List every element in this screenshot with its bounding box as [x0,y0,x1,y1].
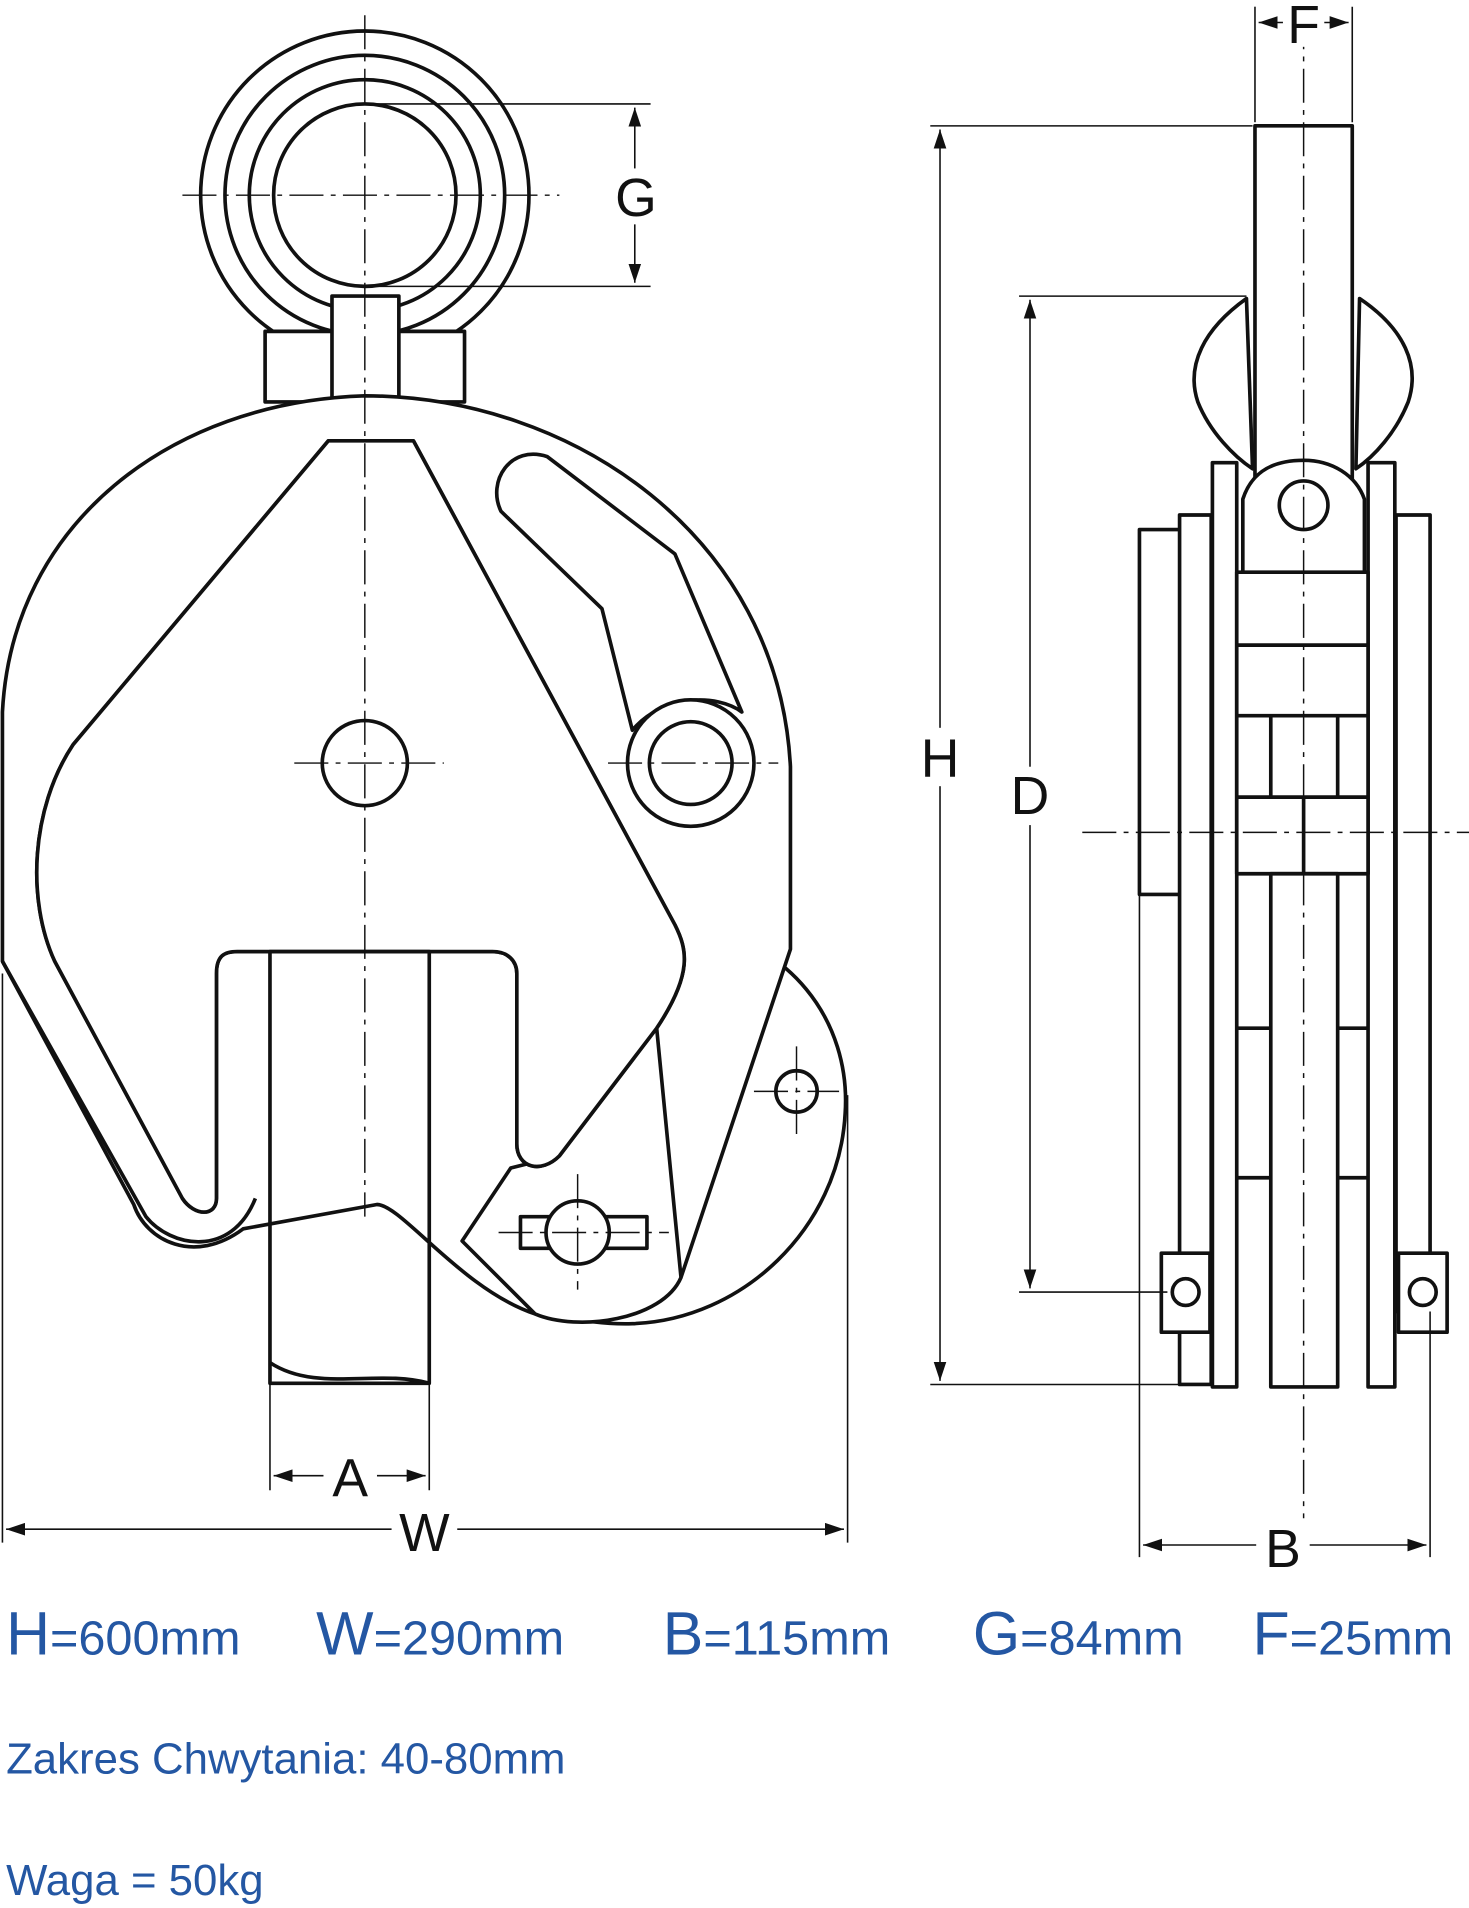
side-plate [1394,513,1432,1314]
spec-letter: W [316,1599,374,1667]
label-background [323,1447,377,1504]
bolt-right [1407,1276,1438,1308]
label-background [608,168,664,225]
spec-letter: H [6,1599,50,1667]
specifications: H=600mm W=290mm B=115mm G=84mm F=25mm Za… [6,1599,1453,1905]
dim-label-a: A [332,1449,368,1508]
clamped-plate [268,949,432,1386]
front-view: G A W [0,15,849,1563]
spec-value: =84mm [1020,1611,1184,1665]
ring-side-left [1192,296,1255,471]
spec-b: B=115mm [663,1599,890,1667]
label-background [1282,0,1325,47]
dim-label-b: B [1265,1520,1301,1579]
plate-break-line [268,1361,430,1386]
spec-letter: F [1253,1599,1290,1667]
spec-value: =290mm [374,1611,565,1665]
spec-g: G=84mm [973,1599,1184,1667]
side-plate [1210,460,1239,1389]
grip-range: Zakres Chwytania: 40-80mm [6,1735,565,1784]
spec-h: H=600mm [6,1599,240,1667]
spec-letter: G [973,1599,1020,1667]
dim-label-g: G [615,169,657,228]
spec-value: =25mm [1290,1611,1454,1665]
jaw-outline [0,960,258,1244]
bolt-block-right [1396,1251,1449,1335]
spec-letter: B [663,1599,704,1667]
spec-w: W=290mm [316,1599,564,1667]
side-plate [1366,460,1397,1389]
label-background [1256,1518,1310,1575]
dim-label-w: W [399,1504,450,1563]
label-background [391,1500,458,1556]
weight: Waga = 50kg [6,1856,264,1905]
side-view: F H D B [914,0,1469,1579]
spec-value: =115mm [703,1611,890,1665]
label-background [1004,766,1058,826]
side-plate [1137,527,1183,897]
ring-side-right [1354,296,1414,471]
spec-f: F=25mm [1253,1599,1454,1667]
dim-label-h: H [921,729,960,788]
bolt-left [1170,1276,1201,1308]
jaw-opening [34,438,687,1214]
label-background [914,727,968,787]
dim-label-f: F [1287,0,1320,55]
dim-label-d: D [1011,767,1050,826]
spec-value: =600mm [50,1611,241,1665]
